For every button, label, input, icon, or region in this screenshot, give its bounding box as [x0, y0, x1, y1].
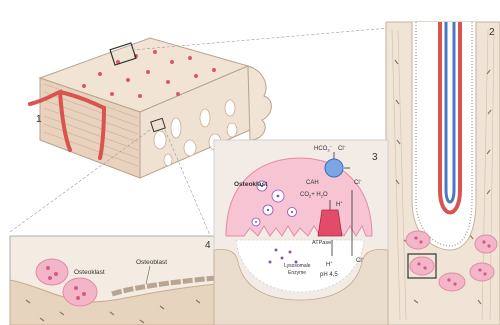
proton-pump — [318, 210, 342, 236]
co2-h2o-label: CO2+ H2O — [300, 192, 328, 199]
panel-4-surface: Osteoklast Osteoblast 4 — [10, 236, 216, 325]
panel-2-number: 2 — [489, 27, 495, 38]
panel-1-number: 1 — [36, 114, 42, 125]
panel-4-osteoblast-label: Osteoblast — [136, 259, 167, 266]
lysosomal-label: Lysosomale — [284, 263, 311, 269]
panel-4-number: 4 — [205, 240, 211, 251]
enzyme-label: Enzyme — [288, 270, 306, 276]
atpase-label: ATPase — [312, 240, 331, 246]
panel-2-osteon: 2 — [386, 22, 500, 325]
cah-label: CAH — [306, 180, 319, 186]
panel-4-osteoclast-label: Osteoklast — [74, 269, 105, 276]
panel-3-osteoclast-detail: Osteoklast HCO3− Cl− CAH CO2+ H2O H+ Cl−… — [214, 140, 388, 325]
ph-label: pH 4,5 — [320, 272, 338, 278]
anion-exchanger — [325, 159, 343, 177]
panel-3-number: 3 — [372, 152, 378, 163]
panel-3-osteoclast-label: Osteoklast — [234, 181, 268, 188]
